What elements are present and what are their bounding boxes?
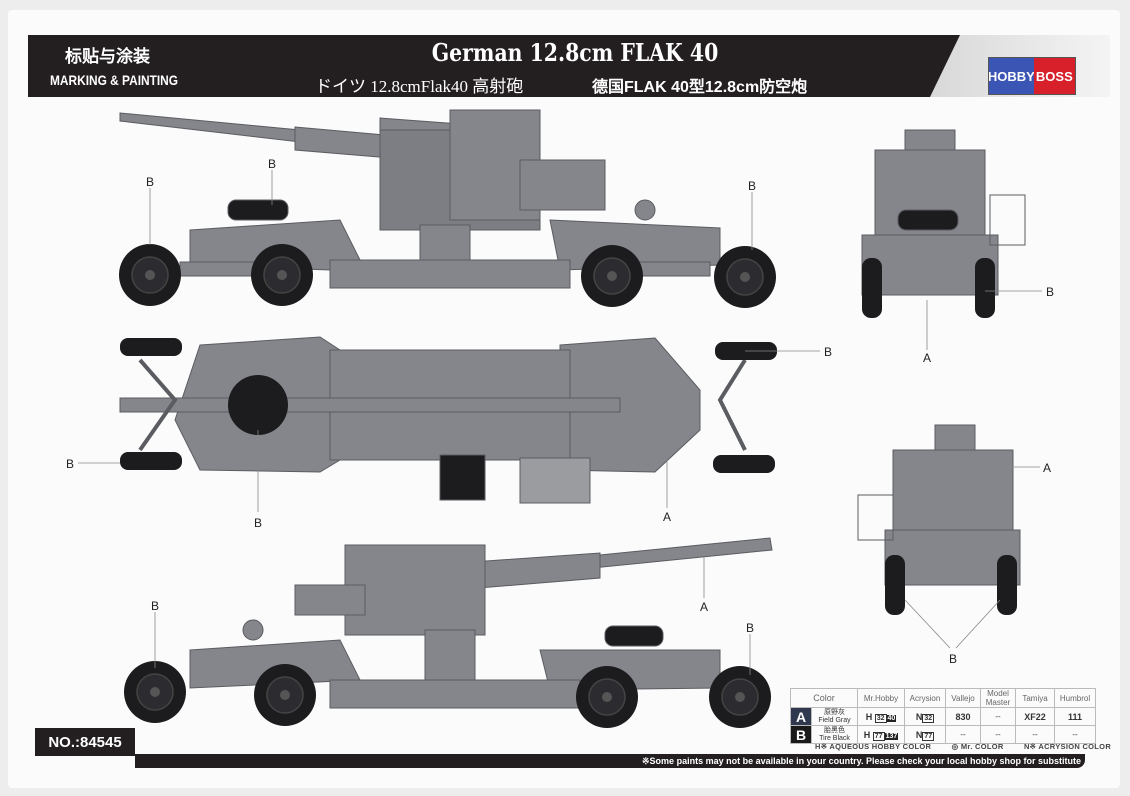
product-number: NO.:84545: [35, 728, 135, 756]
wheel: [575, 665, 639, 729]
top-view: [119, 336, 747, 504]
label-b: B: [146, 175, 154, 189]
header-bar: [28, 35, 963, 97]
front-view: [861, 129, 1026, 296]
wheel: [708, 665, 772, 729]
label-a: A: [700, 600, 708, 614]
label-b: B: [746, 621, 754, 635]
color-table: Color Mr.Hobby Acrysion Vallejo Model Ma…: [790, 688, 1096, 744]
label-b: B: [949, 652, 957, 666]
cn-subtitle: 德国FLAK 40型12.8cm防空炮: [592, 79, 808, 96]
label-b: B: [254, 516, 262, 530]
label-b: B: [268, 157, 276, 171]
label-a: A: [923, 351, 931, 365]
section-title: MARKING & PAINTING: [50, 72, 179, 88]
footer-note: ※Some paints may not be available in you…: [135, 754, 1085, 768]
wheel: [580, 244, 644, 308]
label-b: B: [66, 457, 74, 471]
page-title: German 12.8cm FLAK 40: [431, 38, 719, 67]
wheel: [253, 663, 317, 727]
wheel: [713, 245, 777, 309]
side-view-firing: [189, 537, 773, 709]
label-a: A: [663, 510, 671, 524]
wheel: [118, 243, 182, 307]
label-b: B: [151, 599, 159, 613]
cn-section-title: 标贴与涂装: [65, 47, 150, 66]
label-b: B: [748, 179, 756, 193]
label-b: B: [1046, 285, 1054, 299]
label-b: B: [824, 345, 832, 359]
wheel: [123, 660, 187, 724]
hobbyboss-logo: HOBBY BOSS: [988, 57, 1076, 95]
label-a: A: [1043, 461, 1051, 475]
rear-view: [857, 424, 1021, 586]
wheel: [250, 243, 314, 307]
color-legend: H※ AQUEOUS HOBBY COLOR ◎ Mr. COLOR N※ AC…: [815, 742, 1112, 751]
jp-subtitle: ドイツ 12.8cmFlak40 高射砲: [315, 77, 524, 96]
side-view-traveling: [119, 109, 721, 289]
color-labels: B B B B A B B B A A B B A B: [66, 157, 1054, 666]
leader-lines: [78, 170, 1042, 675]
